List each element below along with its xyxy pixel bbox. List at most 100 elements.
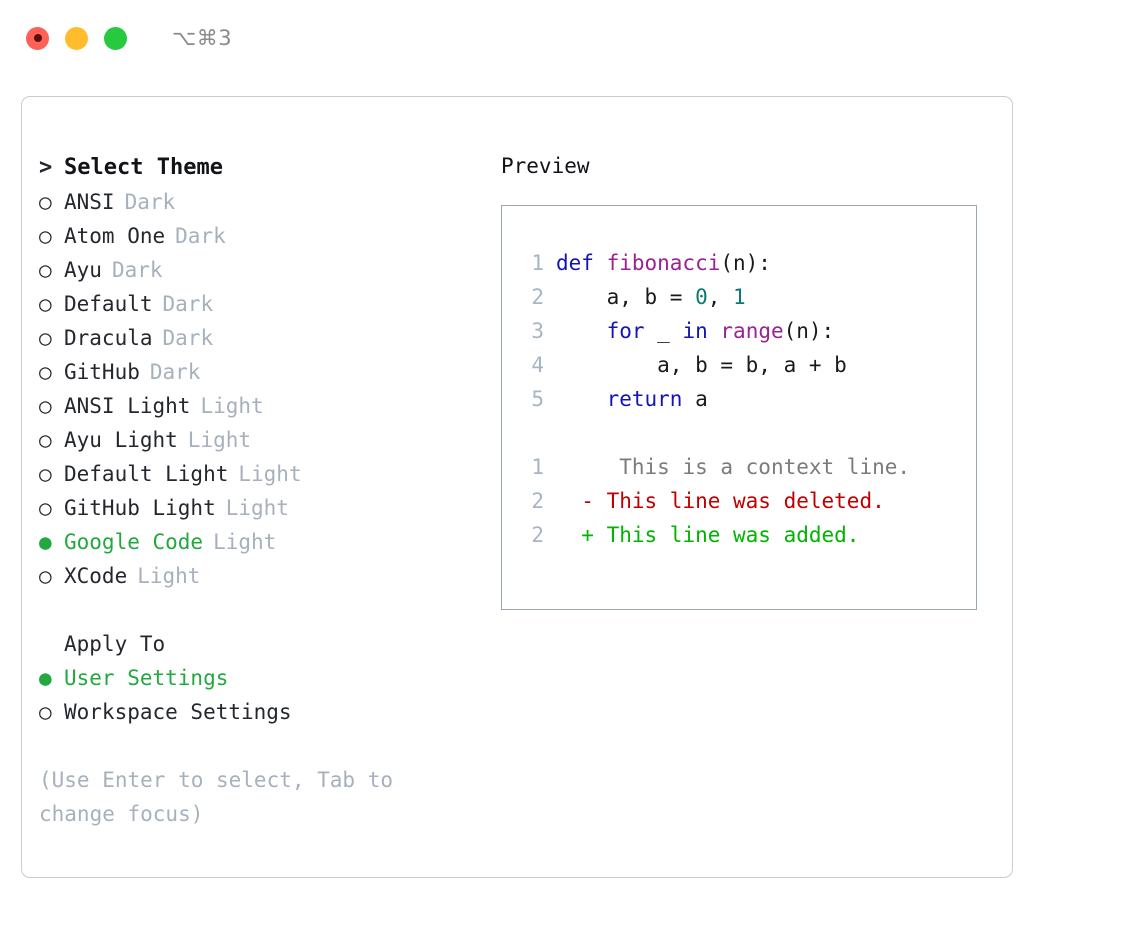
close-button[interactable] [26, 26, 49, 50]
recording-indicator-icon [33, 34, 42, 42]
theme-variant-badge: Light [200, 394, 264, 418]
apply-to-list: ● User Settings ○ Workspace Settings [39, 661, 469, 729]
radio-unselected-icon: ○ [39, 360, 52, 384]
maximize-button[interactable] [104, 26, 127, 50]
theme-variant-badge: Light [238, 462, 302, 486]
code-token: range [720, 319, 784, 343]
theme-variant-badge: Dark [111, 258, 163, 282]
theme-variant-badge: Dark [175, 224, 226, 248]
code-line: 2 a, b = 0, 1 [516, 280, 976, 314]
theme-name: Atom One [64, 224, 166, 248]
theme-name: GitHub Light [64, 496, 216, 520]
diff-line: 1 This is a context line. [516, 450, 976, 484]
keyboard-hint: (Use Enter to select, Tab to change focu… [39, 768, 394, 826]
theme-list-item[interactable]: ○ Default Dark [39, 287, 469, 321]
theme-name: Default Light [64, 462, 229, 486]
code-token: 1 [733, 285, 746, 309]
theme-name: Ayu [64, 258, 102, 282]
radio-unselected-icon: ○ [39, 700, 52, 724]
radio-unselected-icon: ○ [39, 292, 52, 316]
code-token: 0 [695, 285, 708, 309]
line-number: 2 [531, 285, 544, 309]
apply-to-item[interactable]: ● User Settings [39, 661, 469, 695]
radio-selected-icon: ● [39, 666, 52, 690]
code-token: _ [644, 319, 683, 343]
diff-text: This line was added. [593, 523, 860, 547]
radio-unselected-icon: ○ [39, 258, 52, 282]
theme-name: ANSI [64, 190, 115, 214]
radio-unselected-icon: ○ [39, 428, 52, 452]
code-line: 1 def fibonacci(n): [516, 246, 976, 280]
radio-unselected-icon: ○ [39, 224, 52, 248]
diff-line: 2 - This line was deleted. [516, 484, 976, 518]
code-token: a, b = [556, 285, 696, 309]
code-token [556, 319, 607, 343]
apply-to-item[interactable]: ○ Workspace Settings [39, 695, 469, 729]
line-number: 1 [531, 455, 544, 479]
diff-sign: - [556, 489, 594, 513]
theme-variant-badge: Light [187, 428, 252, 452]
keyboard-shortcut-label: ⌥⌘3 [172, 26, 233, 50]
code-token: a [682, 387, 708, 411]
theme-name: Dracula [64, 326, 153, 350]
spacer [516, 416, 976, 450]
theme-list-item[interactable]: ○ Atom One Dark [39, 219, 469, 253]
apply-to-label: User Settings [64, 666, 229, 690]
theme-list-item[interactable]: ○ Ayu Dark [39, 253, 469, 287]
theme-list-item[interactable]: ○ Dracula Dark [39, 321, 469, 355]
radio-unselected-icon: ○ [39, 326, 52, 350]
theme-list-item[interactable]: ○ Default Light Light [39, 457, 469, 491]
code-token: , [707, 285, 734, 309]
diff-sign [556, 455, 594, 479]
diff-text: This line was deleted. [593, 489, 885, 513]
theme-name: Default [64, 292, 153, 316]
code-line: 5 return a [516, 382, 976, 416]
select-theme-header: >Select Theme [39, 151, 469, 185]
theme-variant-badge: Light [213, 530, 277, 554]
line-number: 1 [531, 251, 544, 275]
apply-to-label: Workspace Settings [64, 700, 292, 724]
code-token: (n): [720, 251, 771, 275]
theme-name: GitHub [64, 360, 140, 384]
theme-variant-badge: Dark [162, 292, 214, 316]
minimize-button[interactable] [65, 26, 88, 50]
theme-variant-badge: Light [225, 496, 289, 520]
select-theme-header-label: Select Theme [64, 155, 223, 180]
code-token [708, 319, 721, 343]
line-number: 5 [531, 387, 544, 411]
theme-name: Google Code [64, 530, 204, 554]
line-number: 2 [531, 489, 544, 513]
theme-variant-badge: Light [137, 564, 201, 588]
code-token: def [556, 251, 607, 275]
title-bar: ⌥⌘3 [0, 0, 1140, 76]
preview-title: Preview [501, 154, 590, 178]
spacer [39, 593, 469, 627]
code-token: fibonacci [606, 251, 721, 275]
theme-name: XCode [64, 564, 128, 588]
theme-list-item[interactable]: ○ GitHub Light Light [39, 491, 469, 525]
diff-sign: + [556, 523, 594, 547]
theme-variant-badge: Dark [124, 190, 176, 214]
theme-name: ANSI Light [64, 394, 191, 418]
code-token: (n): [783, 319, 835, 343]
theme-list-item[interactable]: ● Google Code Light [39, 525, 469, 559]
radio-selected-icon: ● [39, 530, 52, 554]
code-line: 3 for _ in range(n): [516, 314, 976, 348]
radio-unselected-icon: ○ [39, 496, 52, 520]
radio-unselected-icon: ○ [39, 462, 52, 486]
theme-variant-badge: Dark [162, 326, 214, 350]
diff-line: 2 + This line was added. [516, 518, 976, 552]
code-line: 4 a, b = b, a + b [516, 348, 976, 382]
